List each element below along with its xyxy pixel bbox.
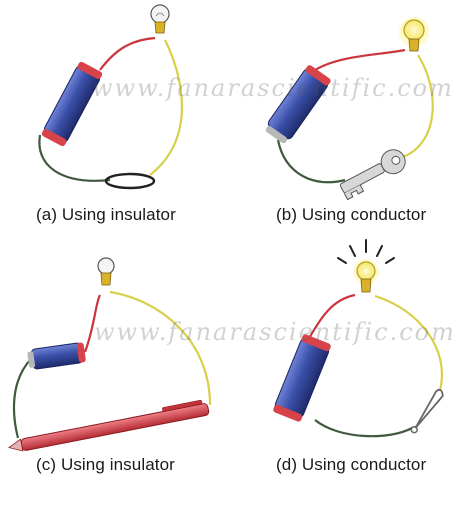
watermark: www.fanarascientific.com: [92, 74, 454, 102]
wire-d-yellow: [374, 294, 443, 391]
caption-c: (c) Using insulator: [36, 455, 175, 474]
wire-a-yellow: [149, 39, 183, 176]
bulb-c-glass: [97, 257, 115, 275]
light-rays: [337, 239, 395, 264]
bulb-d: [337, 239, 395, 293]
bulb-d-glass: [356, 261, 376, 281]
wire-c-yellow: [109, 290, 212, 406]
panel-b: [265, 17, 434, 201]
battery-b: [265, 65, 331, 144]
wire-b-dark: [276, 139, 346, 184]
watermark: www.fanarascientific.com: [94, 318, 456, 346]
caption-a: (a) Using insulator: [36, 205, 176, 224]
key: [339, 149, 406, 201]
caption-b: (b) Using conductor: [276, 205, 427, 224]
wire-c-red: [83, 294, 102, 353]
wire-c-dark: [12, 357, 33, 439]
panel-d: [273, 239, 444, 438]
rubber-band: [104, 172, 156, 190]
pen: [8, 399, 210, 452]
bulb-a: [150, 4, 170, 34]
wire-b-yellow: [399, 54, 434, 160]
bulb-b-glass: [403, 19, 425, 41]
battery-d: [273, 334, 331, 422]
caption-d: (d) Using conductor: [276, 455, 427, 474]
battery-c: [27, 342, 86, 370]
bulb-c: [97, 257, 115, 286]
bulb-b: [399, 17, 429, 52]
panel-a: [38, 4, 183, 190]
safety-pin: [410, 388, 444, 434]
battery-a: [41, 61, 103, 147]
bulb-a-glass: [150, 4, 170, 24]
wire-a-dark: [38, 134, 111, 182]
wire-d-dark: [314, 419, 413, 438]
wire-a-red: [99, 36, 156, 71]
panel-c: [8, 257, 212, 452]
wire-b-red: [314, 48, 406, 71]
